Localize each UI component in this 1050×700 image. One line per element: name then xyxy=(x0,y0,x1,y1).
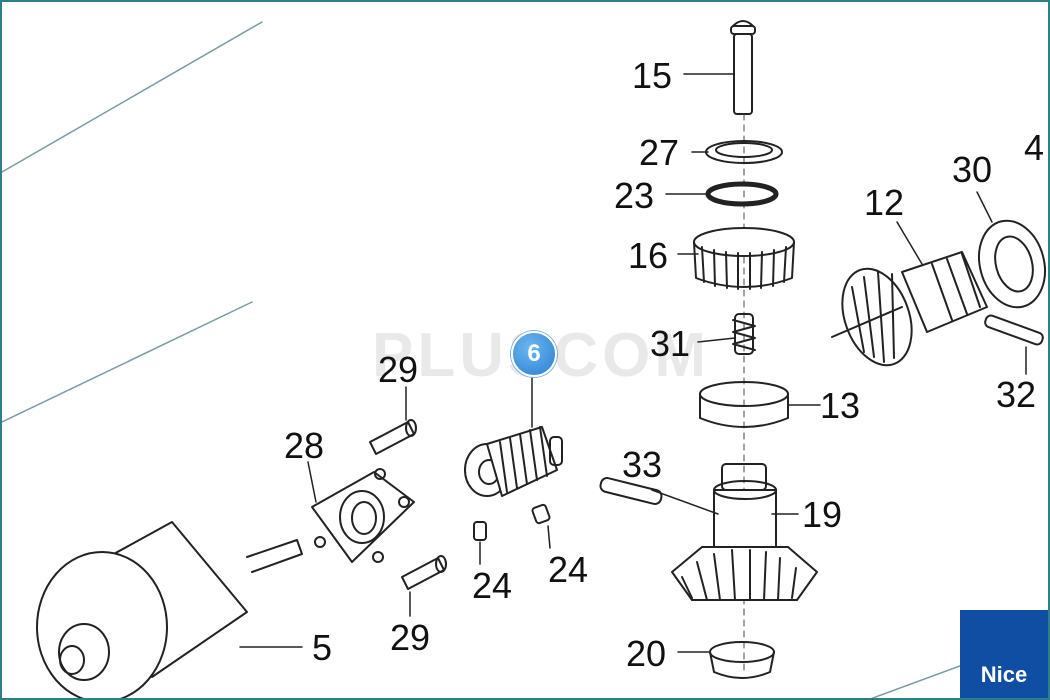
callout-27: 27 xyxy=(639,132,680,173)
leader-lines xyxy=(239,73,1027,653)
part-24-grub-screw-a xyxy=(473,521,487,541)
part-29-screw-bottom xyxy=(401,555,447,590)
part-33-pin xyxy=(599,476,663,506)
callout-23: 23 xyxy=(614,175,655,216)
part-13-ring xyxy=(699,381,789,428)
housing-line xyxy=(2,21,263,173)
part-29-screw-top xyxy=(369,419,417,455)
callout-15: 15 xyxy=(632,55,673,96)
callout-24-left: 24 xyxy=(472,565,513,606)
highlight-badge-part-6[interactable]: 6 xyxy=(511,331,557,377)
callout-13: 13 xyxy=(820,385,861,426)
callout-5: 5 xyxy=(312,627,333,668)
housing-line xyxy=(2,301,253,423)
callout-31: 31 xyxy=(650,323,691,364)
part-32-pin xyxy=(984,314,1044,346)
callout-24-right: 24 xyxy=(548,549,589,590)
callout-12: 12 xyxy=(864,182,905,223)
part-5-motor xyxy=(36,521,303,698)
callout-20: 20 xyxy=(626,633,667,674)
part-20-bush xyxy=(709,641,775,679)
part-6-worm xyxy=(464,426,563,497)
part-31-spring xyxy=(732,313,756,355)
part-12-shaft-gear xyxy=(831,251,988,367)
part-30-bearing xyxy=(978,219,1046,309)
part-28-flange xyxy=(311,468,415,563)
part-24-grub-screw-b xyxy=(531,503,551,525)
brand-logo: Nice xyxy=(960,610,1048,698)
part-23-oring xyxy=(705,181,779,207)
callout-19: 19 xyxy=(802,494,843,535)
callout-33: 33 xyxy=(622,444,663,485)
part-19-bevel-gear xyxy=(671,463,818,601)
callout-4: 4 xyxy=(1024,127,1045,168)
callout-30: 30 xyxy=(952,149,993,190)
part-15-pin xyxy=(730,20,756,115)
part-16-gear xyxy=(693,227,795,290)
callout-29-top: 29 xyxy=(378,349,419,390)
callout-28: 28 xyxy=(284,425,325,466)
callout-32: 32 xyxy=(996,374,1037,415)
callout-29-bottom: 29 xyxy=(390,617,431,658)
callout-16: 16 xyxy=(628,235,669,276)
